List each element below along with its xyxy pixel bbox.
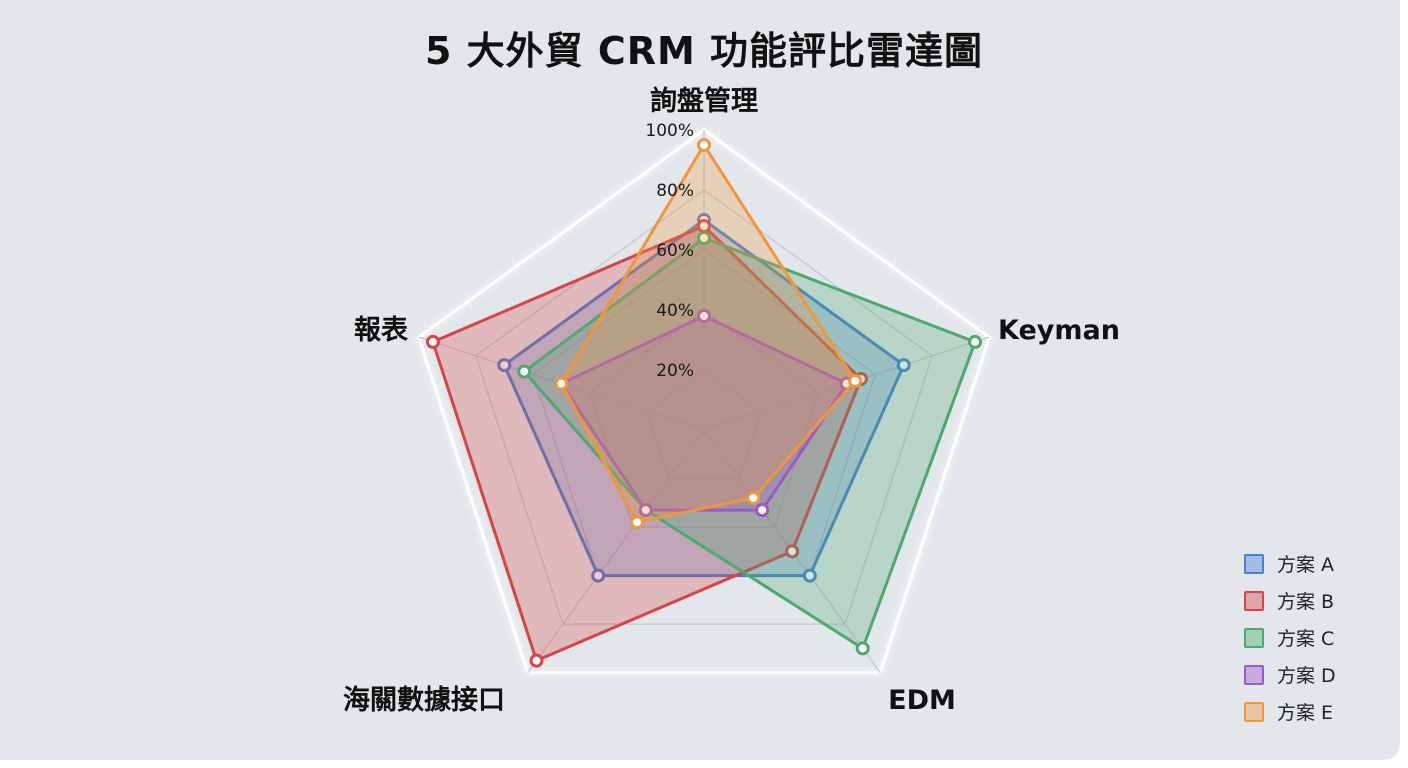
data-point[interactable]: [802, 568, 817, 583]
series-4: [554, 138, 863, 530]
legend-label: 方案 E: [1277, 702, 1334, 724]
data-point[interactable]: [697, 309, 711, 323]
data-point[interactable]: [896, 358, 911, 373]
legend-swatch: [1244, 590, 1264, 611]
grid-ring: [474, 189, 934, 625]
data-point[interactable]: [425, 334, 440, 349]
legend-swatch: [1244, 627, 1264, 648]
tick-label: 60%: [656, 241, 694, 261]
chart-title: 5 大外貿 CRM 功能評比雷達圖: [424, 29, 984, 73]
legend-item[interactable]: 方案 D: [1244, 656, 1336, 693]
tick-label: 20%: [656, 361, 694, 381]
data-point[interactable]: [697, 231, 711, 245]
series-1: [425, 219, 868, 668]
series-area: [522, 236, 977, 650]
legend: 方案 A 方案 B 方案 C 方案 D 方案 E: [1244, 545, 1336, 730]
axis-label: Keyman: [998, 315, 1120, 346]
data-point[interactable]: [629, 515, 644, 530]
series-2: [517, 231, 983, 656]
axis-label: 報表: [354, 315, 408, 346]
axis-label: 海關數據接口: [343, 685, 505, 716]
grid-ring: [588, 309, 820, 528]
data-point[interactable]: [968, 334, 983, 349]
data-point[interactable]: [746, 490, 761, 505]
legend-item[interactable]: 方案 A: [1244, 545, 1336, 582]
data-point[interactable]: [855, 641, 870, 656]
legend-swatch: [1244, 701, 1264, 722]
legend-item[interactable]: 方案 B: [1244, 582, 1336, 619]
data-point[interactable]: [638, 503, 653, 518]
legend-swatch: [1244, 553, 1264, 574]
grid-spoke: [527, 429, 705, 674]
axis-label: 詢盤管理: [650, 85, 758, 117]
series-0: [497, 213, 911, 583]
legend-swatch: [1244, 664, 1264, 685]
grid-ring: [646, 369, 762, 480]
legend-item[interactable]: 方案 E: [1244, 693, 1336, 730]
data-point[interactable]: [517, 364, 532, 379]
data-point[interactable]: [554, 376, 569, 391]
axis-label: EDM: [888, 685, 956, 716]
legend-label: 方案 B: [1277, 591, 1335, 613]
data-point[interactable]: [591, 568, 606, 583]
legend-item[interactable]: 方案 C: [1244, 619, 1336, 656]
series-area: [502, 218, 906, 578]
tick-label: 100%: [645, 121, 694, 141]
legend-label: 方案 C: [1277, 628, 1335, 650]
data-point[interactable]: [848, 373, 863, 388]
data-point[interactable]: [497, 358, 512, 373]
data-point[interactable]: [697, 138, 711, 152]
grid-ring: [416, 128, 992, 675]
data-point[interactable]: [785, 544, 800, 559]
series-area: [431, 224, 863, 663]
tick-label: 80%: [656, 181, 694, 201]
legend-label: 方案 D: [1277, 665, 1336, 687]
data-point[interactable]: [529, 653, 544, 668]
series-area: [559, 314, 849, 512]
data-point[interactable]: [755, 503, 770, 518]
legend-label: 方案 A: [1277, 554, 1335, 576]
series-area: [559, 143, 857, 524]
tick-label: 40%: [656, 301, 694, 321]
